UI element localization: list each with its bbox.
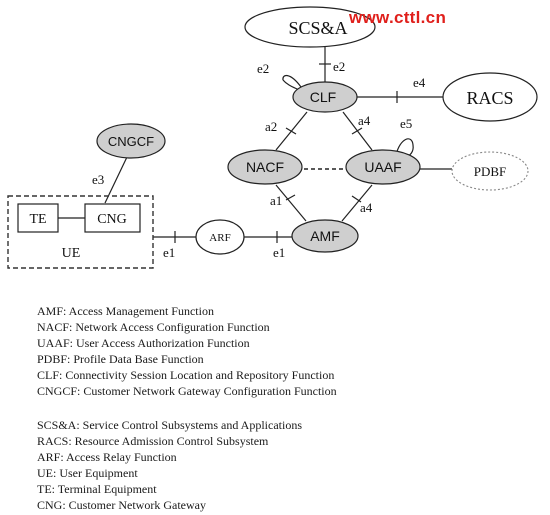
te-node[interactable] (17, 203, 59, 233)
ue-boundary (7, 195, 154, 269)
clf-label: CLF (310, 89, 336, 105)
amf-label: AMF (310, 228, 340, 244)
e3-label: e3 (92, 172, 104, 187)
legend-group-1: AMF: Access Management Function NACF: Ne… (37, 303, 337, 399)
scsa-node[interactable] (244, 6, 376, 48)
amf-node[interactable] (291, 219, 359, 253)
legend-item-pdbf: PDBF: Profile Data Base Function (37, 352, 204, 366)
arf-node[interactable] (195, 219, 245, 255)
te-label: TE (29, 212, 46, 227)
a4-top-label: a4 (358, 113, 371, 128)
uaaf-label: UAAF (364, 159, 401, 175)
legend-item-nacf: NACF: Network Access Configuration Funct… (37, 320, 270, 334)
e5-label: e5 (400, 116, 412, 131)
nacf-node[interactable] (227, 149, 303, 185)
legend-item-arf: ARF: Access Relay Function (37, 450, 177, 464)
pdbf-label: PDBF (474, 164, 507, 179)
legend-item-uaaf: UAAF: User Access Authorization Function (37, 336, 250, 350)
legend-item-clf: CLF: Connectivity Session Location and R… (37, 368, 335, 382)
legend-item-ue: UE: User Equipment (37, 466, 138, 480)
legend-item-te: TE: Terminal Equipment (37, 482, 157, 496)
e2-left-label: e2 (257, 61, 269, 76)
e4-label: e4 (413, 75, 426, 90)
cngcf-label: CNGCF (108, 134, 154, 149)
ue-label: UE (62, 246, 81, 261)
a4-bottom-label: a4 (360, 200, 373, 215)
legend-item-racs: RACS: Resource Admission Control Subsyst… (37, 434, 269, 448)
legend-item-cngcf: CNGCF: Customer Network Gateway Configur… (37, 384, 337, 398)
arf-label: ARF (209, 232, 230, 244)
a1-label: a1 (270, 193, 282, 208)
e1-right-label: e1 (273, 245, 285, 260)
network-diagram: SCS&A CLF RACS NACF UAAF PDBF AMF ARF CN… (7, 6, 538, 269)
e1-left-label: e1 (163, 245, 175, 260)
link-uaaf-amf (341, 184, 373, 222)
racs-label: RACS (466, 88, 513, 108)
link-nacf-amf (275, 184, 307, 222)
cng-label: CNG (97, 212, 127, 227)
nacf-label: NACF (246, 159, 284, 175)
watermark: www.cttl.cn (349, 8, 447, 27)
pdbf-node[interactable] (451, 151, 529, 191)
cngcf-node[interactable] (96, 123, 166, 159)
uaaf-node[interactable] (345, 149, 421, 185)
legend-item-amf: AMF: Access Management Function (37, 304, 214, 318)
legend-item-scsa: SCS&A: Service Control Subsystems and Ap… (37, 418, 303, 432)
scsa-label: SCS&A (288, 18, 347, 38)
racs-node[interactable] (442, 72, 538, 122)
cng-node[interactable] (84, 203, 141, 233)
legend-item-cng: CNG: Customer Network Gateway (37, 498, 206, 512)
a2-label: a2 (265, 119, 277, 134)
clf-node[interactable] (292, 81, 358, 113)
legend-group-2: SCS&A: Service Control Subsystems and Ap… (37, 417, 302, 513)
e2-top-label: e2 (333, 59, 345, 74)
